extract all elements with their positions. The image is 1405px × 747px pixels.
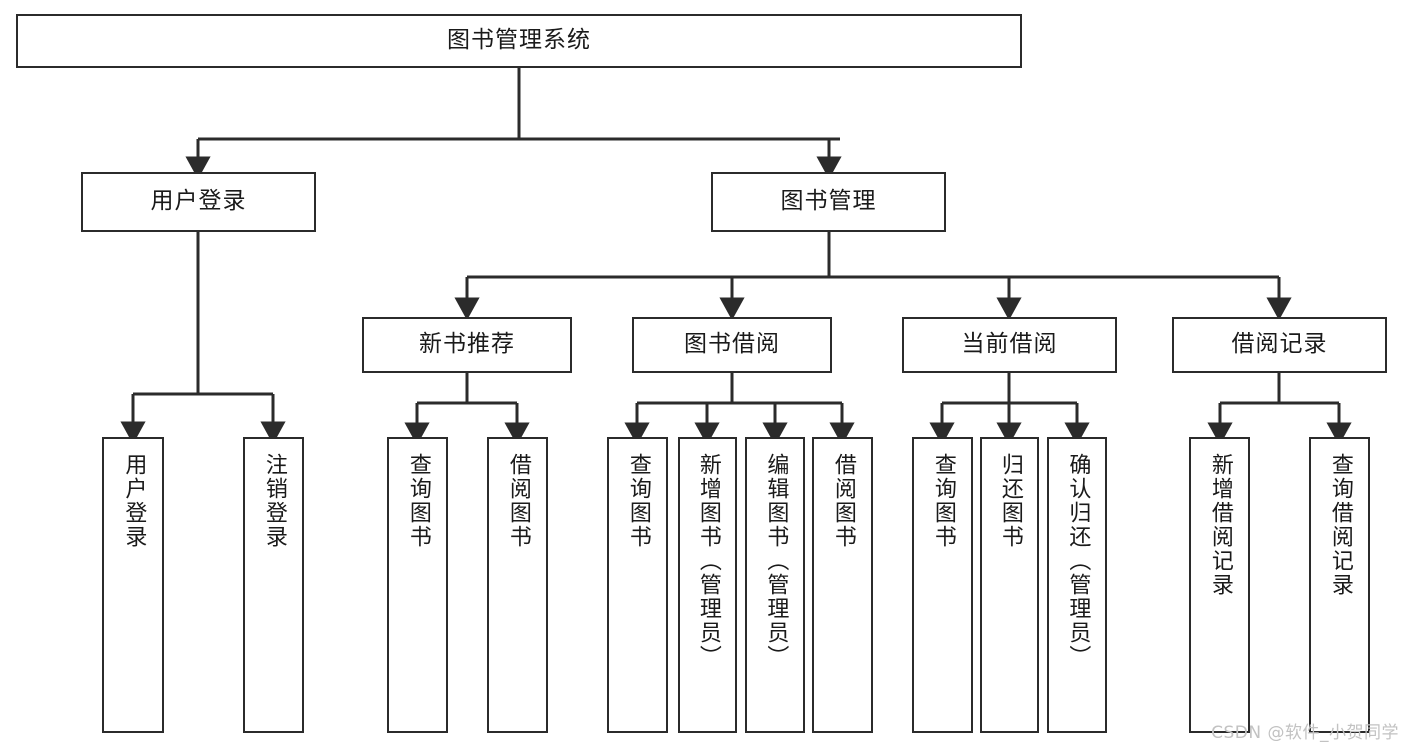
leaf-add-record-label: 新增借阅记录 — [1207, 453, 1233, 597]
leaf-borrow-book-1[interactable]: 借阅图书 — [487, 437, 548, 733]
node-borrow-record[interactable]: 借阅记录 — [1172, 317, 1387, 373]
node-book-borrow-label: 图书借阅 — [684, 331, 780, 358]
leaf-query-book-2[interactable]: 查询图书 — [607, 437, 668, 733]
leaf-user-logout[interactable]: 注销登录 — [243, 437, 304, 733]
node-book-manage-label: 图书管理 — [780, 188, 877, 215]
leaf-query-book-3-label: 查询图书 — [930, 453, 956, 549]
node-book-borrow[interactable]: 图书借阅 — [632, 317, 832, 373]
node-book-manage[interactable]: 图书管理 — [711, 172, 946, 232]
leaf-user-login[interactable]: 用户登录 — [102, 437, 164, 733]
leaf-user-login-label: 用户登录 — [121, 453, 147, 549]
leaf-query-book-2-label: 查询图书 — [625, 453, 651, 549]
leaf-query-record-label: 查询借阅记录 — [1327, 453, 1353, 597]
node-borrow-record-label: 借阅记录 — [1231, 331, 1328, 358]
leaf-return-book-label: 归还图书 — [997, 453, 1023, 549]
leaf-confirm-return-label: 确认归还（管理员） — [1065, 453, 1091, 669]
node-root-label: 图书管理系统 — [447, 27, 591, 54]
node-current-borrow-label: 当前借阅 — [961, 331, 1058, 358]
leaf-query-book-1-label: 查询图书 — [405, 453, 431, 549]
node-user-login-label: 用户登录 — [150, 188, 247, 215]
leaf-borrow-book-2-label: 借阅图书 — [830, 453, 856, 549]
node-root[interactable]: 图书管理系统 — [16, 14, 1022, 68]
leaf-add-book[interactable]: 新增图书（管理员） — [678, 437, 737, 733]
leaf-query-record[interactable]: 查询借阅记录 — [1309, 437, 1370, 733]
node-current-borrow[interactable]: 当前借阅 — [902, 317, 1117, 373]
node-new-book-recommend-label: 新书推荐 — [419, 331, 515, 358]
leaf-user-logout-label: 注销登录 — [261, 453, 287, 549]
node-user-login[interactable]: 用户登录 — [81, 172, 316, 232]
leaf-borrow-book-1-label: 借阅图书 — [505, 453, 531, 549]
node-new-book-recommend[interactable]: 新书推荐 — [362, 317, 572, 373]
leaf-edit-book-label: 编辑图书（管理员） — [763, 453, 789, 669]
leaf-add-record[interactable]: 新增借阅记录 — [1189, 437, 1250, 733]
leaf-return-book[interactable]: 归还图书 — [980, 437, 1039, 733]
leaf-edit-book[interactable]: 编辑图书（管理员） — [745, 437, 805, 733]
leaf-query-book-3[interactable]: 查询图书 — [912, 437, 973, 733]
leaf-confirm-return[interactable]: 确认归还（管理员） — [1047, 437, 1107, 733]
leaf-query-book-1[interactable]: 查询图书 — [387, 437, 448, 733]
leaf-borrow-book-2[interactable]: 借阅图书 — [812, 437, 873, 733]
watermark-text: CSDN @软件_小贺同学 — [1211, 723, 1399, 743]
leaf-add-book-label: 新增图书（管理员） — [695, 453, 721, 669]
